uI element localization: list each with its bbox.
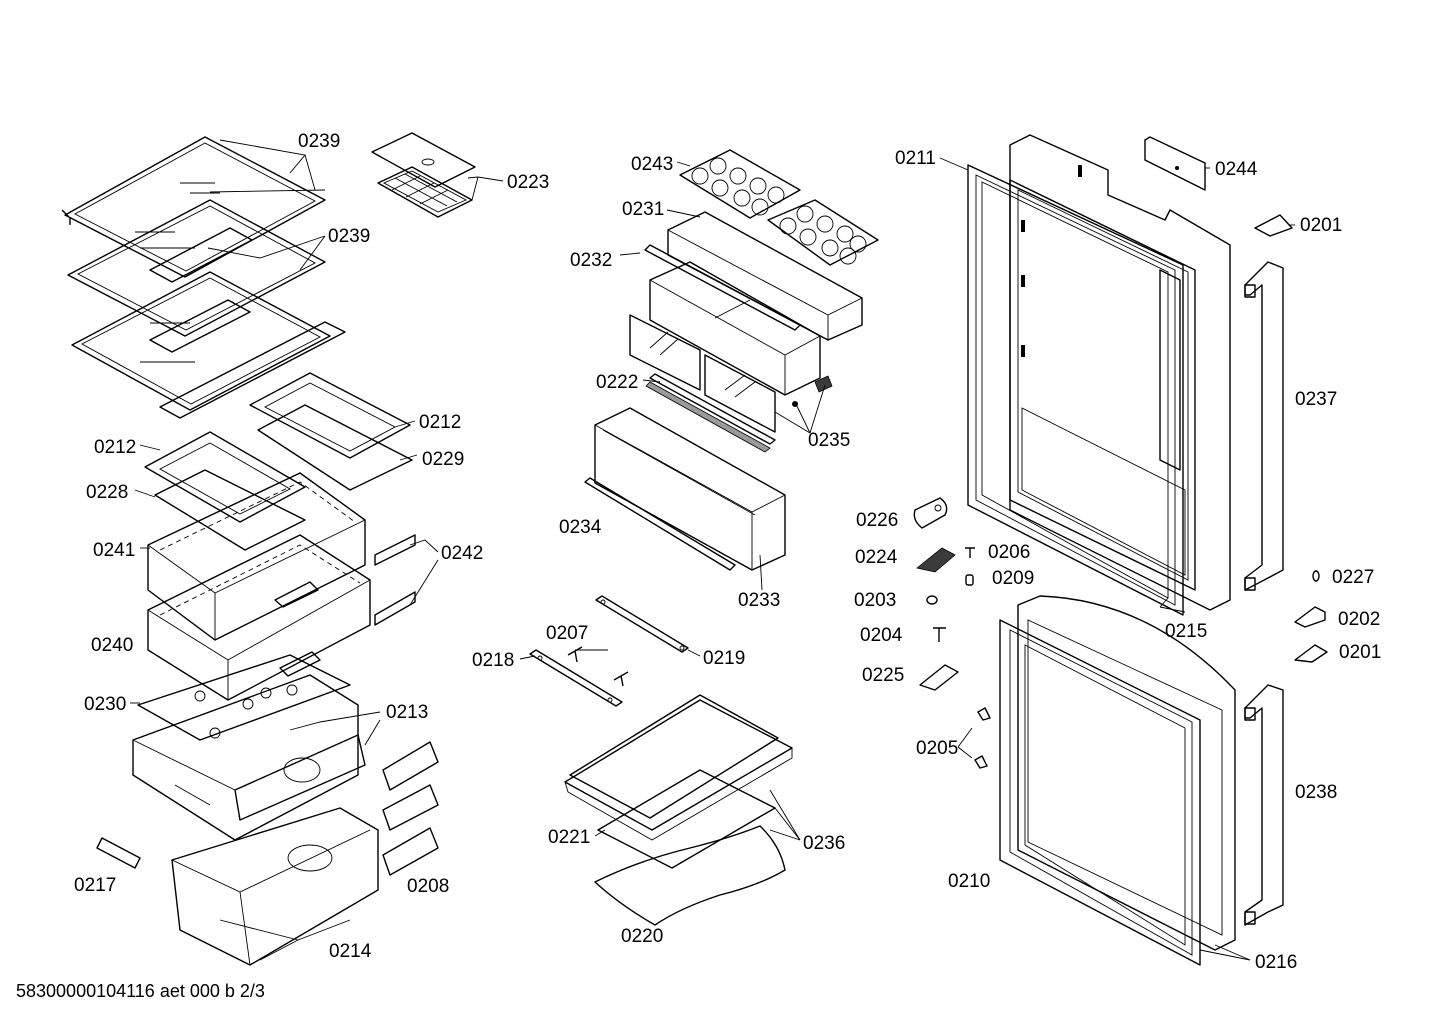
callout-0228: 0228 <box>86 482 128 503</box>
egg-tray-right <box>767 199 879 266</box>
glass-shelf-top <box>61 136 326 278</box>
egg-tray-left <box>679 149 801 219</box>
callout-0241: 0241 <box>93 540 135 561</box>
callout-0239-lower: 0239 <box>328 226 370 247</box>
freezer-grid-shelf <box>564 694 793 841</box>
crisper-lid-lower <box>144 431 306 551</box>
ice-cube-tray <box>371 132 476 218</box>
shelf-front-strip <box>159 321 346 419</box>
callout-0237: 0237 <box>1295 389 1337 410</box>
callout-0210: 0210 <box>948 871 990 892</box>
flap-hinge-bar <box>645 373 776 453</box>
door-top-cover <box>1144 136 1206 191</box>
shelf-rail-lower <box>529 649 623 707</box>
leader-lines <box>130 139 1295 961</box>
callout-labels: 0239 0223 0239 0212 0229 0212 0228 0241 … <box>74 131 1381 973</box>
callout-0203: 0203 <box>854 590 896 611</box>
callout-0231: 0231 <box>622 199 664 220</box>
hinge-cover-top <box>1254 214 1293 237</box>
callout-0242: 0242 <box>441 543 483 564</box>
callout-0233: 0233 <box>738 590 780 611</box>
callout-0223: 0223 <box>507 172 549 193</box>
callout-0214: 0214 <box>329 941 372 962</box>
callout-0218: 0218 <box>472 650 514 671</box>
callout-0215: 0215 <box>1165 621 1207 642</box>
callout-0211: 0211 <box>895 148 936 169</box>
callout-0227: 0227 <box>1332 567 1374 588</box>
hinge-parts <box>913 497 975 691</box>
callout-0234: 0234 <box>559 517 602 538</box>
freezer-drawer-lower <box>171 807 379 966</box>
crisper-divider-tabs <box>374 534 416 626</box>
callout-0232: 0232 <box>570 250 612 271</box>
callout-0224: 0224 <box>855 547 898 568</box>
callout-0229: 0229 <box>422 449 464 470</box>
callout-0213: 0213 <box>386 702 428 723</box>
glass-shelf-bottom <box>71 271 331 411</box>
door-shelf-compartment <box>649 261 821 396</box>
fridge-door <box>1009 134 1231 611</box>
callout-0202: 0202 <box>1338 609 1380 630</box>
callout-0207: 0207 <box>546 623 588 644</box>
callout-0204: 0204 <box>860 625 903 646</box>
label-clip <box>96 837 141 869</box>
callout-0235: 0235 <box>808 430 850 451</box>
callout-0206: 0206 <box>988 542 1030 563</box>
drawer-handle-strips <box>382 741 439 876</box>
hinge-small-parts-right <box>1294 570 1328 663</box>
callout-0222: 0222 <box>596 372 638 393</box>
callout-0236: 0236 <box>803 833 845 854</box>
callout-0238: 0238 <box>1295 782 1337 803</box>
callout-0230: 0230 <box>84 694 126 715</box>
freezer-grid-lower <box>597 769 776 869</box>
door-handle-upper <box>1244 261 1284 591</box>
freezer-door-gasket <box>999 619 1201 966</box>
crisper-lid-upper <box>249 372 413 491</box>
bottle-shelf-front-bar <box>584 477 736 571</box>
bottle-shelf <box>594 407 786 571</box>
freezer-door <box>1017 595 1236 951</box>
door-handle-lower <box>1244 684 1284 926</box>
callout-0208: 0208 <box>407 876 449 897</box>
rail-screws <box>567 646 629 687</box>
callout-0240: 0240 <box>91 635 133 656</box>
compartment-flaps <box>629 314 776 433</box>
callout-0205: 0205 <box>916 738 958 759</box>
callout-0201-lower: 0201 <box>1339 642 1381 663</box>
glass-shelf-middle <box>67 199 326 337</box>
callout-0212-right: 0212 <box>419 412 461 433</box>
callout-0226: 0226 <box>856 510 898 531</box>
callout-0244: 0244 <box>1215 159 1258 180</box>
callout-0216: 0216 <box>1255 952 1297 973</box>
callout-0225: 0225 <box>862 665 904 686</box>
callout-0220: 0220 <box>621 926 663 947</box>
crisper-bin-lower <box>147 534 371 701</box>
door-shelf-top <box>667 211 863 341</box>
freezer-drawer-upper <box>132 674 366 841</box>
drawer-support-frame <box>137 654 351 741</box>
callout-0221: 0221 <box>548 827 590 848</box>
callout-0217: 0217 <box>74 875 116 896</box>
shelf-latches <box>792 375 833 407</box>
freezer-sheet <box>594 825 786 926</box>
door-pins <box>974 707 991 769</box>
callout-0201-upper: 0201 <box>1300 215 1342 236</box>
shelf-rail-upper <box>595 595 689 653</box>
callout-0243: 0243 <box>631 154 673 175</box>
callout-0212-left: 0212 <box>94 437 136 458</box>
document-code: 58300000104116 aet 000 b 2/3 <box>16 981 265 1001</box>
callout-0209: 0209 <box>992 568 1034 589</box>
callout-0239-top: 0239 <box>298 131 340 152</box>
callout-0219: 0219 <box>703 648 745 669</box>
